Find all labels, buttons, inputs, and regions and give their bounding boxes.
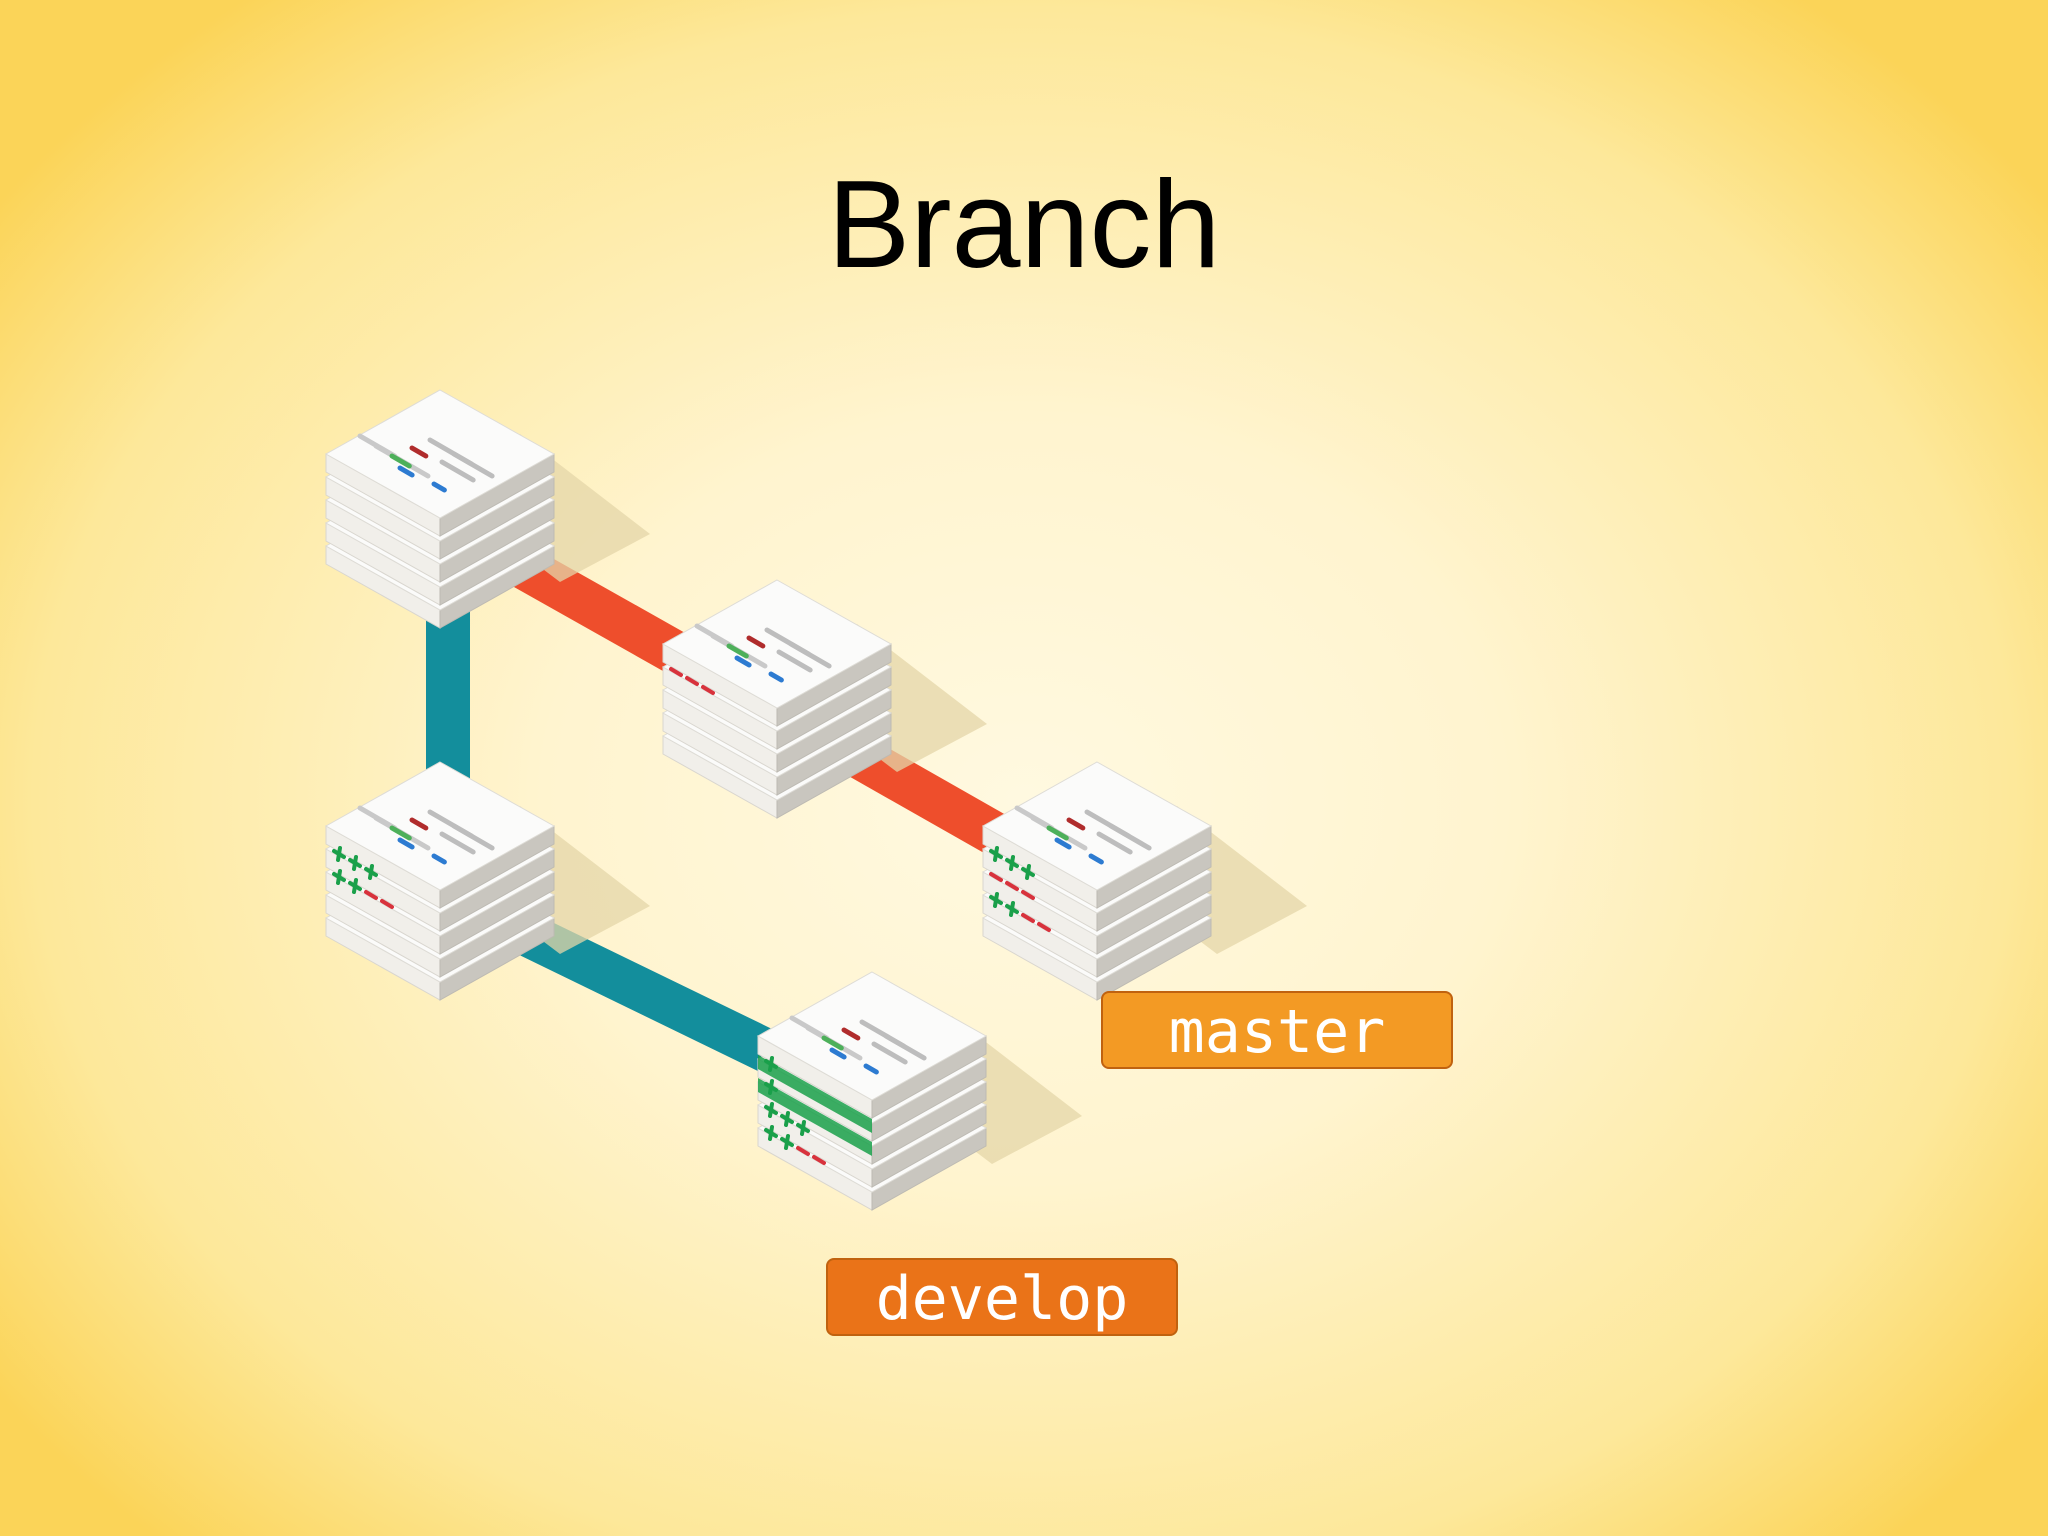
master-branch-label[interactable]: master	[1101, 991, 1453, 1069]
commit-stack-c3	[981, 761, 1307, 1001]
slide-title: Branch	[827, 156, 1221, 294]
commit-stacks	[324, 389, 1307, 1211]
commit-stack-c1	[324, 389, 650, 629]
commit-stack-c2	[661, 579, 987, 819]
commit-stack-c4	[324, 761, 650, 1001]
commit-stack-c5	[756, 971, 1082, 1211]
develop-branch-label[interactable]: develop	[826, 1258, 1178, 1336]
